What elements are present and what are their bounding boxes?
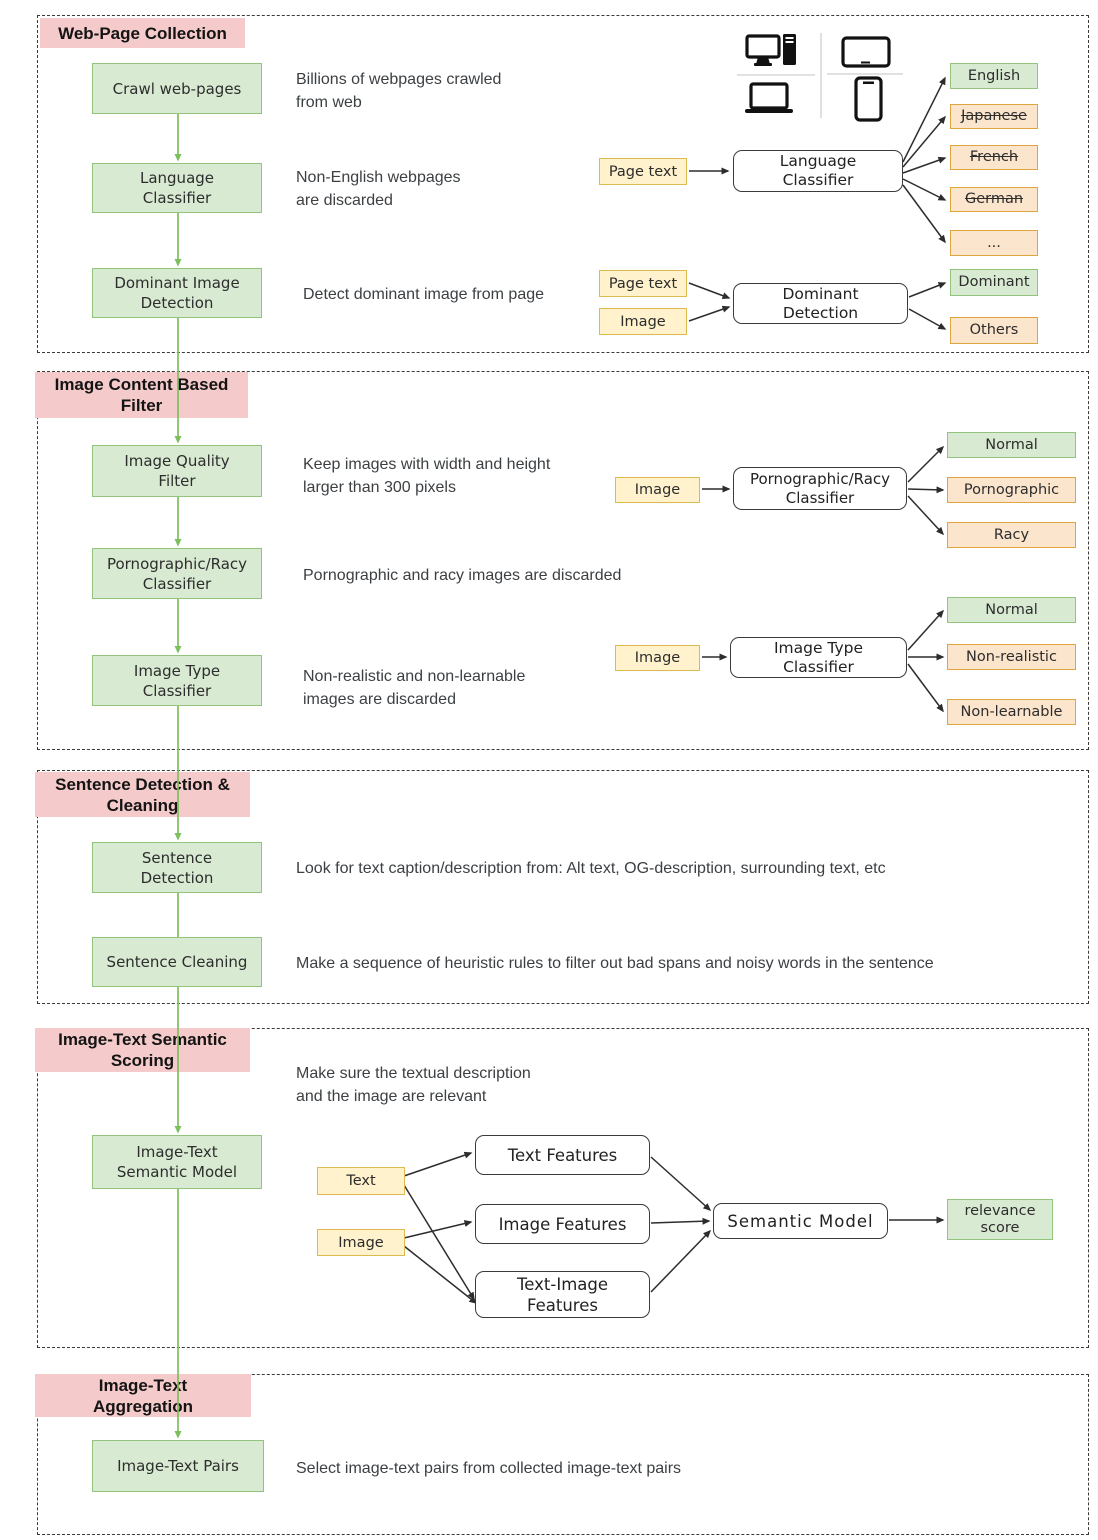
- section-title-web-page-collection: Web-Page Collection: [40, 18, 245, 48]
- smartphone-icon: [854, 76, 883, 122]
- section-image-text-aggregation: [37, 1374, 1089, 1535]
- step-sentence-cleaning: Sentence Cleaning: [92, 937, 262, 987]
- section-title-sentence-detection-cleaning: Sentence Detection & Cleaning: [35, 772, 250, 817]
- output-box-others: Others: [950, 317, 1038, 344]
- output-box-french: French: [950, 145, 1038, 170]
- output-box-normal-1: Normal: [947, 432, 1076, 458]
- model-box-semantic-model: Semantic Model: [713, 1203, 888, 1239]
- input-box-page-text-2: Page text: [599, 270, 687, 297]
- output-box-dominant: Dominant: [950, 269, 1038, 296]
- description-sentence-cleaning: Make a sequence of heuristic rules to fi…: [296, 955, 934, 972]
- output-box-relevance-score: relevance score: [947, 1199, 1053, 1240]
- input-box-page-text-1: Page text: [599, 158, 687, 185]
- model-box-language-classifier: Language Classifier: [733, 150, 903, 192]
- description-language-classifier: Non-English webpages are discarded: [296, 169, 461, 209]
- laptop-icon: [745, 82, 793, 113]
- model-box-dominant-detection: Dominant Detection: [733, 283, 908, 324]
- model-box-pornographic-racy-classifier: Pornographic/Racy Classifier: [733, 467, 907, 510]
- description-sentence-detection: Look for text caption/description from: …: [296, 860, 886, 877]
- description-crawl-web-pages: Billions of webpages crawled from web: [296, 71, 502, 111]
- output-box-other-languages: ...: [950, 230, 1038, 256]
- output-box-english: English: [950, 63, 1038, 89]
- model-box-image-type-classifier: Image Type Classifier: [730, 637, 907, 678]
- step-pornographic-racy-classifier: Pornographic/Racy Classifier: [92, 548, 262, 599]
- device-icons: [737, 33, 903, 122]
- step-crawl-web-pages: Crawl web-pages: [92, 63, 262, 114]
- section-title-image-content-filter: Image Content Based Filter: [35, 372, 248, 418]
- input-box-image-2: Image: [615, 477, 700, 503]
- step-image-text-pairs: Image-Text Pairs: [92, 1440, 264, 1492]
- model-box-text-image-features: Text-Image Features: [475, 1271, 650, 1318]
- output-box-racy: Racy: [947, 522, 1076, 548]
- output-box-non-realistic: Non-realistic: [947, 644, 1076, 670]
- description-image-type-classifier: Non-realistic and non-learnable images a…: [303, 668, 526, 708]
- output-box-german: German: [950, 187, 1038, 212]
- desktop-computer-icon: [745, 34, 796, 66]
- section-title-image-text-semantic-scoring: Image-Text Semantic Scoring: [35, 1028, 250, 1072]
- step-sentence-detection: Sentence Detection: [92, 842, 262, 893]
- description-image-quality-filter: Keep images with width and height larger…: [303, 456, 551, 496]
- section-image-content-filter: [37, 371, 1089, 750]
- description-pornographic-racy-classifier: Pornographic and racy images are discard…: [303, 567, 622, 584]
- output-box-pornographic: Pornographic: [947, 477, 1076, 503]
- input-box-image-1: Image: [599, 308, 687, 335]
- description-dominant-image-detection: Detect dominant image from page: [303, 286, 545, 303]
- description-image-text-pairs: Select image-text pairs from collected i…: [296, 1460, 682, 1477]
- section-title-image-text-aggregation: Image-Text Aggregation: [35, 1374, 251, 1417]
- step-image-quality-filter: Image Quality Filter: [92, 445, 262, 497]
- step-image-text-semantic-model: Image-Text Semantic Model: [92, 1135, 262, 1189]
- output-box-non-learnable: Non-learnable: [947, 699, 1076, 725]
- step-dominant-image-detection: Dominant Image Detection: [92, 268, 262, 318]
- section-image-text-semantic-scoring: [37, 1028, 1089, 1348]
- input-box-image-4: Image: [317, 1229, 405, 1256]
- step-image-type-classifier: Image Type Classifier: [92, 655, 262, 706]
- step-language-classifier: Language Classifier: [92, 163, 262, 213]
- section-web-page-collection: [37, 15, 1089, 353]
- tablet-icon: [841, 36, 891, 68]
- input-box-text: Text: [317, 1167, 405, 1195]
- description-semantic-scoring-note: Make sure the textual description and th…: [296, 1065, 531, 1105]
- model-box-text-features: Text Features: [475, 1135, 650, 1175]
- output-box-normal-2: Normal: [947, 597, 1076, 623]
- output-box-japanese: Japanese: [950, 104, 1038, 129]
- section-sentence-detection-cleaning: [37, 770, 1089, 1004]
- input-box-image-3: Image: [615, 645, 700, 671]
- model-box-image-features: Image Features: [475, 1204, 650, 1244]
